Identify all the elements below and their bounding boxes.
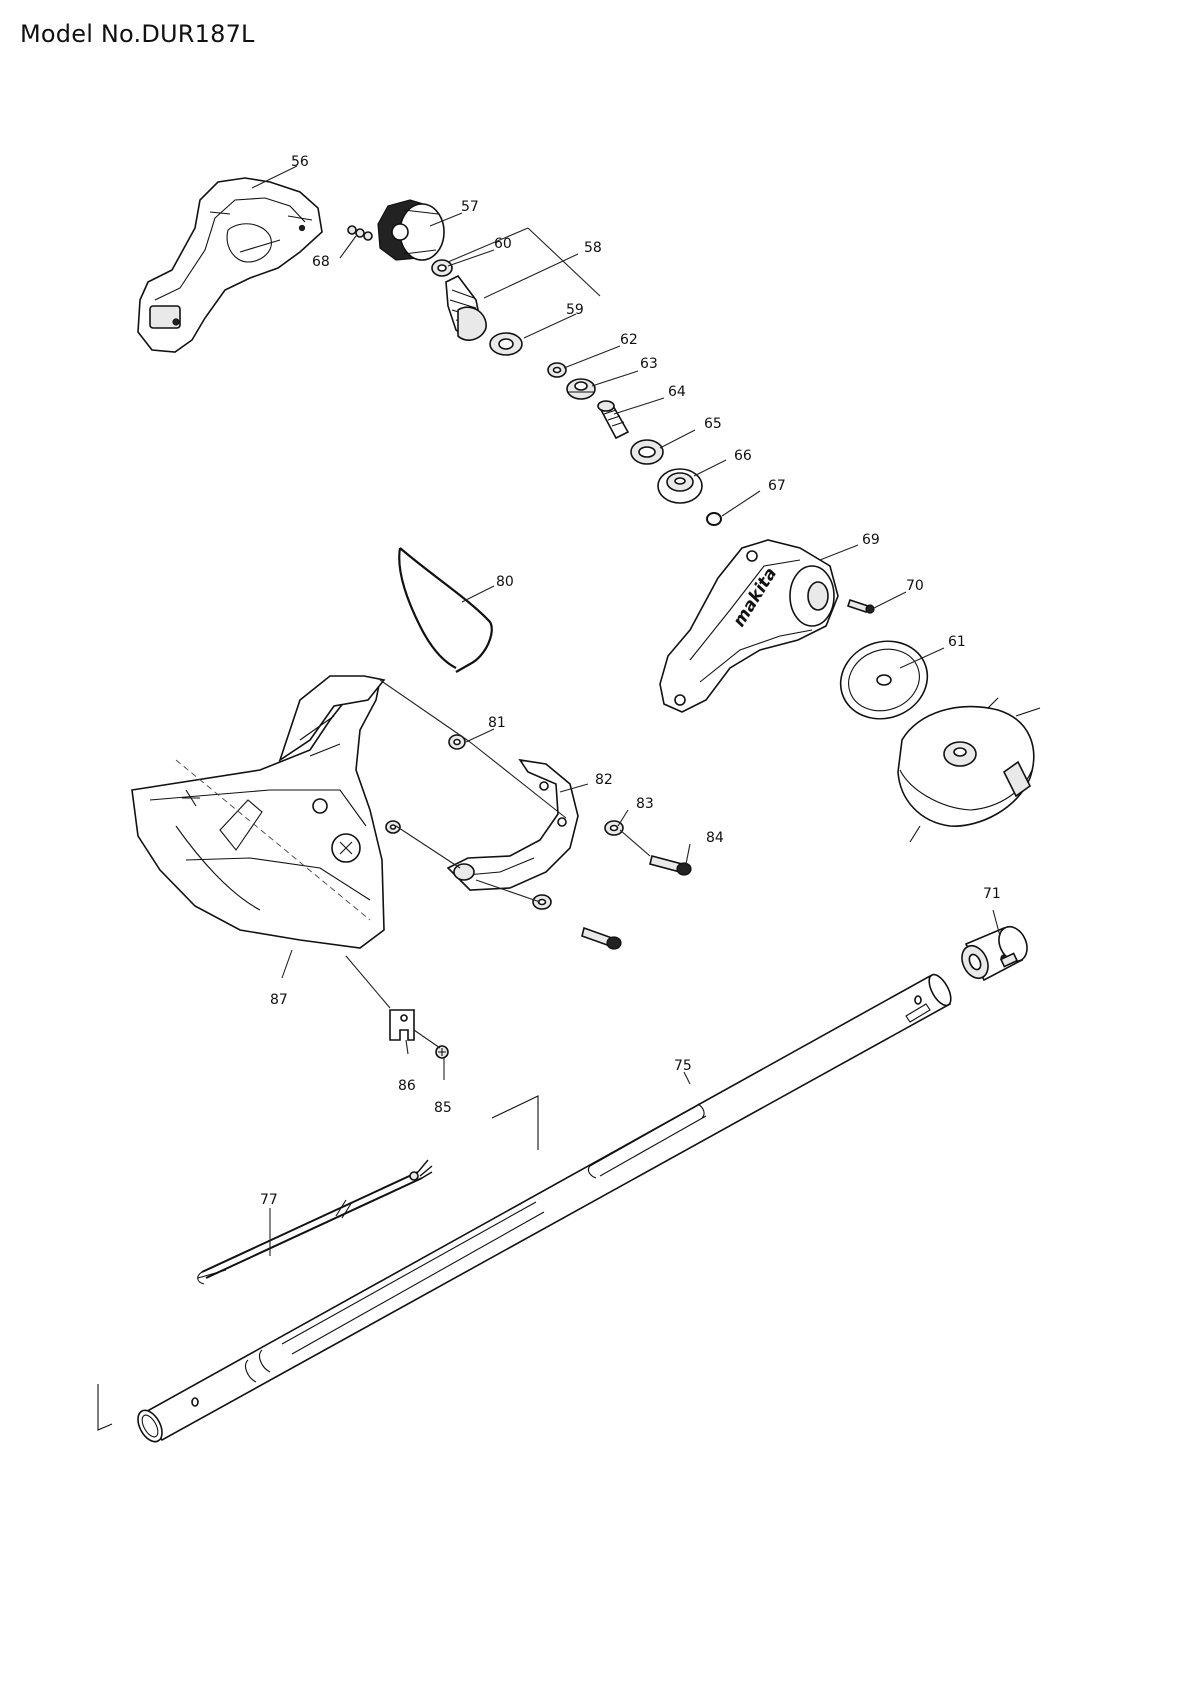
part-labels: 56 57 68 60 58 59 62 63 64 65 66 67 69 7… (260, 154, 1001, 1208)
part-77-lead-wire[interactable] (197, 1159, 433, 1285)
assembly-outlines (97, 759, 539, 1431)
label-83: 83 (636, 796, 654, 812)
leader-lines (251, 165, 1001, 1256)
part-84-bolt[interactable] (649, 855, 692, 876)
part-70-screw[interactable] (846, 598, 875, 614)
part-56-housing[interactable] (137, 177, 323, 353)
part-80-wire-guard[interactable] (398, 547, 493, 673)
label-59: 59 (566, 302, 584, 318)
spool-head[interactable] (897, 697, 1041, 843)
label-80: 80 (496, 574, 514, 590)
label-61: 61 (948, 634, 966, 650)
label-68: 68 (312, 254, 330, 270)
part-75-shaft-tube[interactable] (133, 971, 955, 1445)
label-69: 69 (862, 532, 880, 548)
part-63-gear[interactable] (566, 378, 596, 400)
part-64-shaft[interactable] (597, 400, 630, 440)
label-85: 85 (434, 1100, 452, 1116)
part-60-bearing[interactable] (431, 259, 453, 277)
label-57: 57 (461, 199, 479, 215)
label-67: 67 (768, 478, 786, 494)
label-81: 81 (488, 715, 506, 731)
part-65-bearing[interactable] (630, 439, 664, 465)
label-56: 56 (291, 154, 309, 170)
label-75: 75 (674, 1058, 692, 1074)
part-68-balls[interactable] (347, 225, 373, 241)
part-87-guard[interactable] (131, 675, 386, 949)
label-65: 65 (704, 416, 722, 432)
label-86: 86 (398, 1078, 416, 1094)
label-71: 71 (983, 886, 1001, 902)
label-82: 82 (595, 772, 613, 788)
part-81-nut[interactable] (448, 734, 466, 750)
part-69-gear-housing[interactable]: makita (659, 539, 839, 713)
label-62: 62 (620, 332, 638, 348)
label-84: 84 (706, 830, 724, 846)
part-67-oring[interactable] (706, 512, 722, 526)
part-82-clamp[interactable] (446, 758, 579, 891)
part-66-ring[interactable] (657, 468, 703, 504)
model-title: Model No.DUR187L (20, 20, 255, 48)
label-77: 77 (260, 1192, 278, 1208)
label-63: 63 (640, 356, 658, 372)
label-87: 87 (270, 992, 288, 1008)
label-58: 58 (584, 240, 602, 256)
part-86-bracket[interactable] (389, 1009, 415, 1041)
label-70: 70 (906, 578, 924, 594)
guard-lower-bolt[interactable] (532, 894, 622, 950)
part-85-screw[interactable] (435, 1045, 449, 1059)
label-60: 60 (494, 236, 512, 252)
part-62-washer[interactable] (547, 362, 567, 378)
label-66: 66 (734, 448, 752, 464)
part-61-disc[interactable] (830, 629, 939, 731)
part-59-bearing[interactable] (489, 332, 523, 356)
label-64: 64 (668, 384, 686, 400)
guard-nut[interactable] (385, 820, 401, 834)
part-57-stator[interactable] (377, 199, 445, 261)
part-58-rotor[interactable] (445, 274, 487, 342)
part-71-coupler[interactable] (957, 922, 1032, 982)
